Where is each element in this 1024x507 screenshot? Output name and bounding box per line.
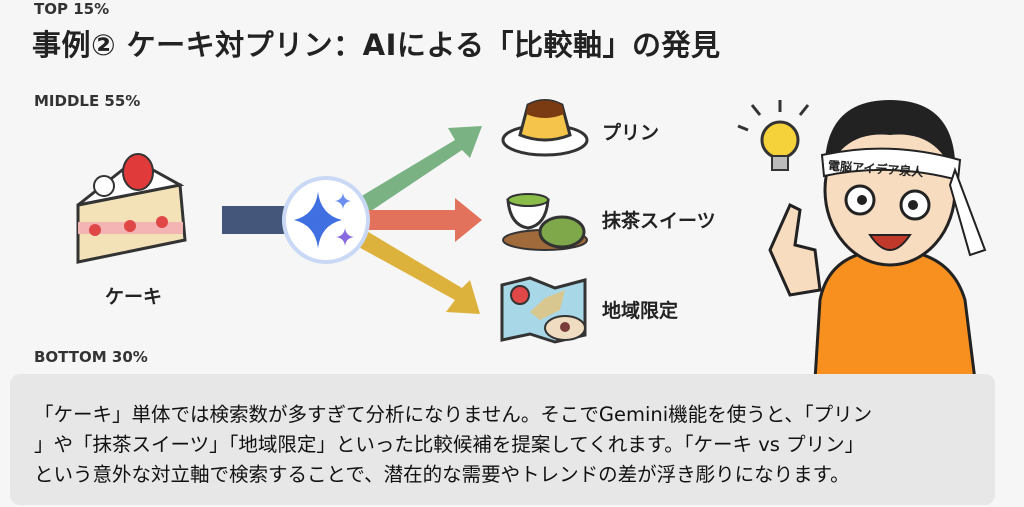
description-line: という意外な対立軸で検索することで、潜在的な需要やトレンドの差が浮き彫りになりま… bbox=[34, 463, 850, 486]
item-label-matcha: 抹茶スイーツ bbox=[602, 210, 716, 232]
arrow-to-pudding bbox=[355, 126, 482, 215]
middle-section-label: MIDDLE 55% bbox=[34, 92, 141, 110]
regional-map-icon bbox=[500, 276, 587, 344]
arrow-to-matcha bbox=[365, 198, 482, 242]
cake-icon bbox=[76, 153, 187, 264]
pudding-icon bbox=[501, 99, 589, 157]
description-line: 」や「抹茶スイーツ」「地域限定」といった比較候補を提案してくれます。「ケーキ v… bbox=[34, 433, 865, 456]
character-illustration bbox=[737, 100, 987, 380]
lightbulb-icon bbox=[737, 100, 810, 171]
item-label-regional: 地域限定 bbox=[602, 300, 679, 322]
input-bar bbox=[222, 206, 288, 234]
item-label-pudding: プリン bbox=[602, 122, 660, 144]
description-box: 「ケーキ」単体では検索数が多すぎて分析になりません。そこでGemini機能を使う… bbox=[10, 374, 995, 505]
bottom-section-label: BOTTOM 30% bbox=[34, 348, 148, 366]
page-title: 事例② ケーキ対プリン：AIによる「比較軸」の発見 bbox=[32, 28, 721, 62]
description-line: 「ケーキ」単体では検索数が多すぎて分析になりません。そこでGemini機能を使う… bbox=[34, 403, 873, 426]
cake-label: ケーキ bbox=[105, 286, 163, 308]
arrow-to-regional bbox=[355, 230, 480, 314]
diagram-illustration bbox=[76, 99, 987, 380]
matcha-sweets-icon bbox=[502, 193, 588, 251]
gemini-sparkle-icon bbox=[282, 176, 370, 264]
top-section-label: TOP 15% bbox=[34, 0, 110, 18]
